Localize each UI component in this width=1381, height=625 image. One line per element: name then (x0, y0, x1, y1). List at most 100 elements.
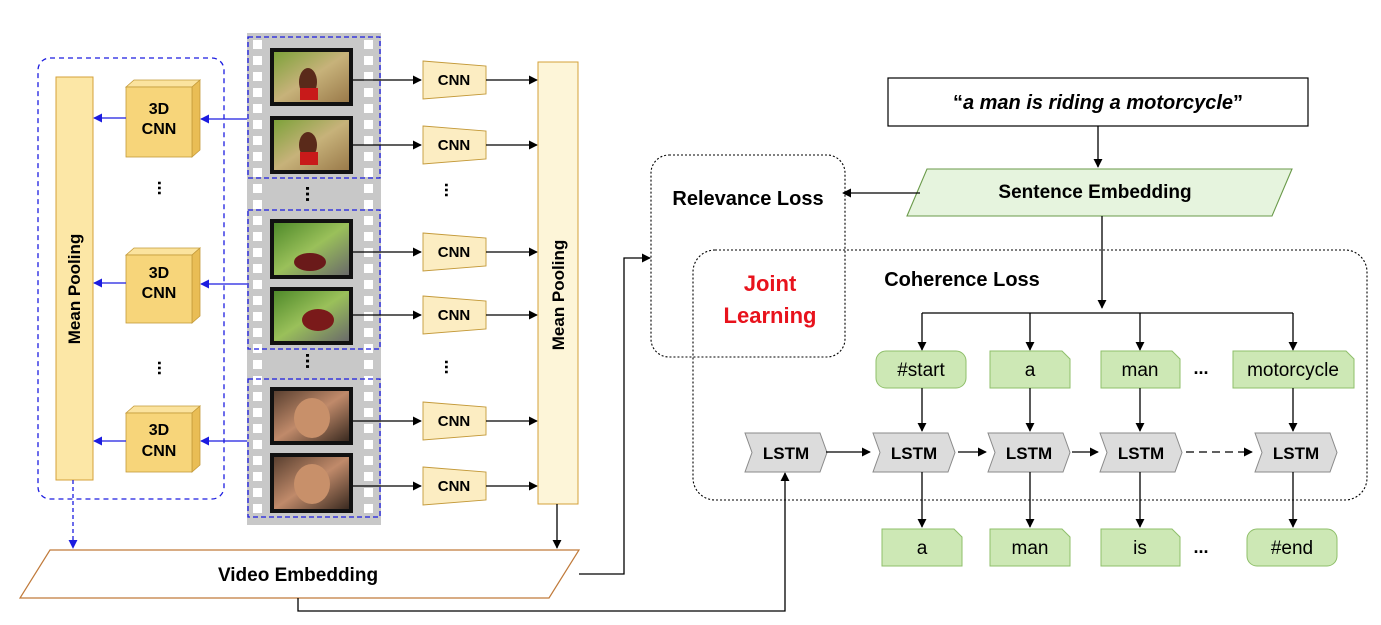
input-token-motorcycle-label: motorcycle (1247, 360, 1339, 381)
ellipsis-left-1: ... (154, 180, 174, 195)
input-token-a (989, 350, 1071, 389)
cnn-label: CNN (438, 72, 471, 89)
output-token-man-label: man (1012, 538, 1049, 559)
film-sprocket-hole (253, 136, 262, 145)
film-sprocket-hole (253, 440, 262, 449)
film-sprocket-hole (253, 360, 262, 369)
film-sprocket-hole (253, 168, 262, 177)
lstm-cell-1 (872, 432, 956, 473)
film-sprocket-hole (253, 104, 262, 113)
cnn-label: CNN (438, 413, 471, 430)
ellipsis-film-2: ... (301, 353, 323, 370)
arrow-video-relevance (579, 253, 651, 575)
ellipsis-cnn-1: ... (441, 182, 461, 197)
output-token-a (881, 528, 963, 567)
lstm-label: LSTM (763, 444, 809, 463)
film-frame-5 (270, 387, 353, 445)
coherence-loss-box (692, 249, 1368, 501)
film-sprocket-hole (364, 232, 373, 241)
ellipsis-output: ... (1193, 537, 1208, 557)
film-sprocket-hole (364, 120, 373, 129)
video-embedding-label: Video Embedding (218, 565, 378, 586)
cnn3d-block-3: 3D CNN (124, 405, 202, 473)
film-sprocket-hole (364, 504, 373, 513)
output-token-end (1246, 528, 1338, 567)
film-sprocket-hole (253, 88, 262, 97)
film-sprocket-hole (364, 152, 373, 161)
film-sprocket-hole (253, 248, 262, 257)
output-token-is-label: is (1133, 538, 1147, 559)
input-token-a-label: a (1025, 360, 1036, 381)
cnn-trapezoid (422, 125, 487, 165)
film-sprocket-hole (364, 72, 373, 81)
film-sprocket-hole (253, 280, 262, 289)
film-sprocket-hole (253, 152, 262, 161)
cnn3d-label-line1: 3D (149, 265, 169, 282)
mean-pooling-right-label: Mean Pooling (549, 240, 568, 351)
input-token-man (1100, 350, 1181, 389)
lstm-cell-2 (987, 432, 1071, 473)
cnn3d-label-line2: CNN (142, 443, 177, 460)
clip-group-3 (247, 378, 381, 518)
cnn-block: CNN (353, 125, 538, 165)
film-frame-3 (270, 219, 353, 279)
film-sprocket-hole (364, 456, 373, 465)
mean-pooling-right (537, 61, 579, 505)
film-sprocket-hole (364, 296, 373, 305)
film-sprocket-hole (364, 184, 373, 193)
film-sprocket-hole (253, 216, 262, 225)
film-sprocket-hole (253, 504, 262, 513)
cnn3d-label-line1: 3D (149, 422, 169, 439)
mean-pooling-left (55, 76, 94, 481)
cnn-block: CNN (353, 295, 538, 335)
film-sprocket-hole (364, 472, 373, 481)
film-sprocket-hole (253, 56, 262, 65)
cnn3d-label-line2: CNN (142, 285, 177, 302)
film-sprocket-hole (364, 200, 373, 209)
cnn3d-block-2: 3D CNN (124, 247, 202, 324)
relevance-loss-label: Relevance Loss (672, 188, 823, 210)
film-sprocket-hole (253, 376, 262, 385)
film-sprocket-hole (253, 72, 262, 81)
film-sprocket-hole (253, 472, 262, 481)
cnn3d-block-1: 3D CNN (124, 79, 202, 158)
lstm-cell-3 (1099, 432, 1183, 473)
film-sprocket-hole (253, 408, 262, 417)
film-sprocket-hole (253, 424, 262, 433)
film-sprocket-hole (364, 360, 373, 369)
lstm-label: LSTM (1273, 444, 1319, 463)
film-sprocket-hole (364, 104, 373, 113)
film-sprocket-hole (253, 328, 262, 337)
lstm-label: LSTM (1006, 444, 1052, 463)
film-sprocket-hole (364, 168, 373, 177)
input-token-start-label: #start (897, 360, 945, 381)
film-sprocket-hole (253, 40, 262, 49)
ellipsis-cnn-2: ... (441, 359, 461, 374)
joint-learning-line1: Joint (744, 271, 797, 296)
mean-pooling-left-label: Mean Pooling (65, 234, 84, 345)
cnn-block: CNN (353, 401, 538, 441)
coherence-loss-label: Coherence Loss (884, 269, 1040, 291)
film-sprocket-hole (364, 88, 373, 97)
lstm-label: LSTM (1118, 444, 1164, 463)
film-frame-2 (270, 116, 353, 174)
film-sprocket-hole (253, 232, 262, 241)
arrow-video-lstm (297, 472, 790, 612)
input-token-start (875, 350, 967, 389)
sentence-input-text: “a man is riding a motorcycle” (953, 92, 1243, 114)
joint-learning-line2: Learning (724, 303, 817, 328)
clip-group-1 (247, 36, 381, 179)
film-sprocket-hole (253, 392, 262, 401)
film-sprocket-hole (253, 456, 262, 465)
cnn-label: CNN (438, 244, 471, 261)
cnn-label: CNN (438, 307, 471, 324)
cnn-block: CNN (353, 60, 538, 100)
film-sprocket-hole (364, 488, 373, 497)
cnn-trapezoid (422, 401, 487, 441)
lstm-label: LSTM (891, 444, 937, 463)
film-frame-4 (270, 287, 353, 345)
film-frame-6 (270, 453, 353, 513)
film-sprocket-hole (364, 136, 373, 145)
cnn-trapezoid (422, 295, 487, 335)
